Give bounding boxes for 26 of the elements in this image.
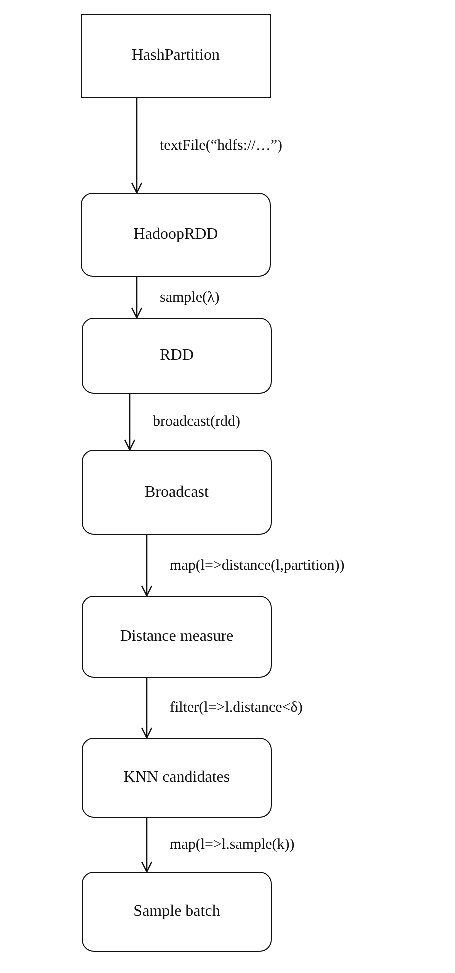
process-box xyxy=(81,14,271,98)
node-label: HadoopRDD xyxy=(134,226,218,244)
edge-label: textFile(“hdfs://…”) xyxy=(159,136,284,154)
edge-label: map(l=>distance(l,partition)) xyxy=(169,556,346,574)
arrow xyxy=(124,394,136,451)
arrow xyxy=(141,678,153,739)
node-label: Sample batch xyxy=(134,903,220,921)
process-box xyxy=(82,596,272,678)
node-label: Broadcast xyxy=(145,484,209,502)
arrow xyxy=(141,535,153,597)
process-box xyxy=(82,738,272,818)
arrow xyxy=(141,818,153,873)
edge-label: broadcast(rdd) xyxy=(152,413,242,431)
arrow xyxy=(131,277,143,319)
process-box xyxy=(82,872,272,952)
edge-label: filter(l=>l.distance<δ) xyxy=(169,699,304,717)
node-label: RDD xyxy=(160,347,194,365)
node-label: HashPartition xyxy=(132,47,220,65)
node-label: KNN candidates xyxy=(124,769,230,787)
edge-label: sample(λ) xyxy=(159,288,221,306)
process-box xyxy=(82,318,272,394)
process-box xyxy=(82,450,272,535)
node-label: Distance measure xyxy=(120,628,234,646)
arrow xyxy=(131,98,143,194)
process-box xyxy=(81,193,271,277)
edge-label: map(l=>l.sample(k)) xyxy=(169,836,296,854)
